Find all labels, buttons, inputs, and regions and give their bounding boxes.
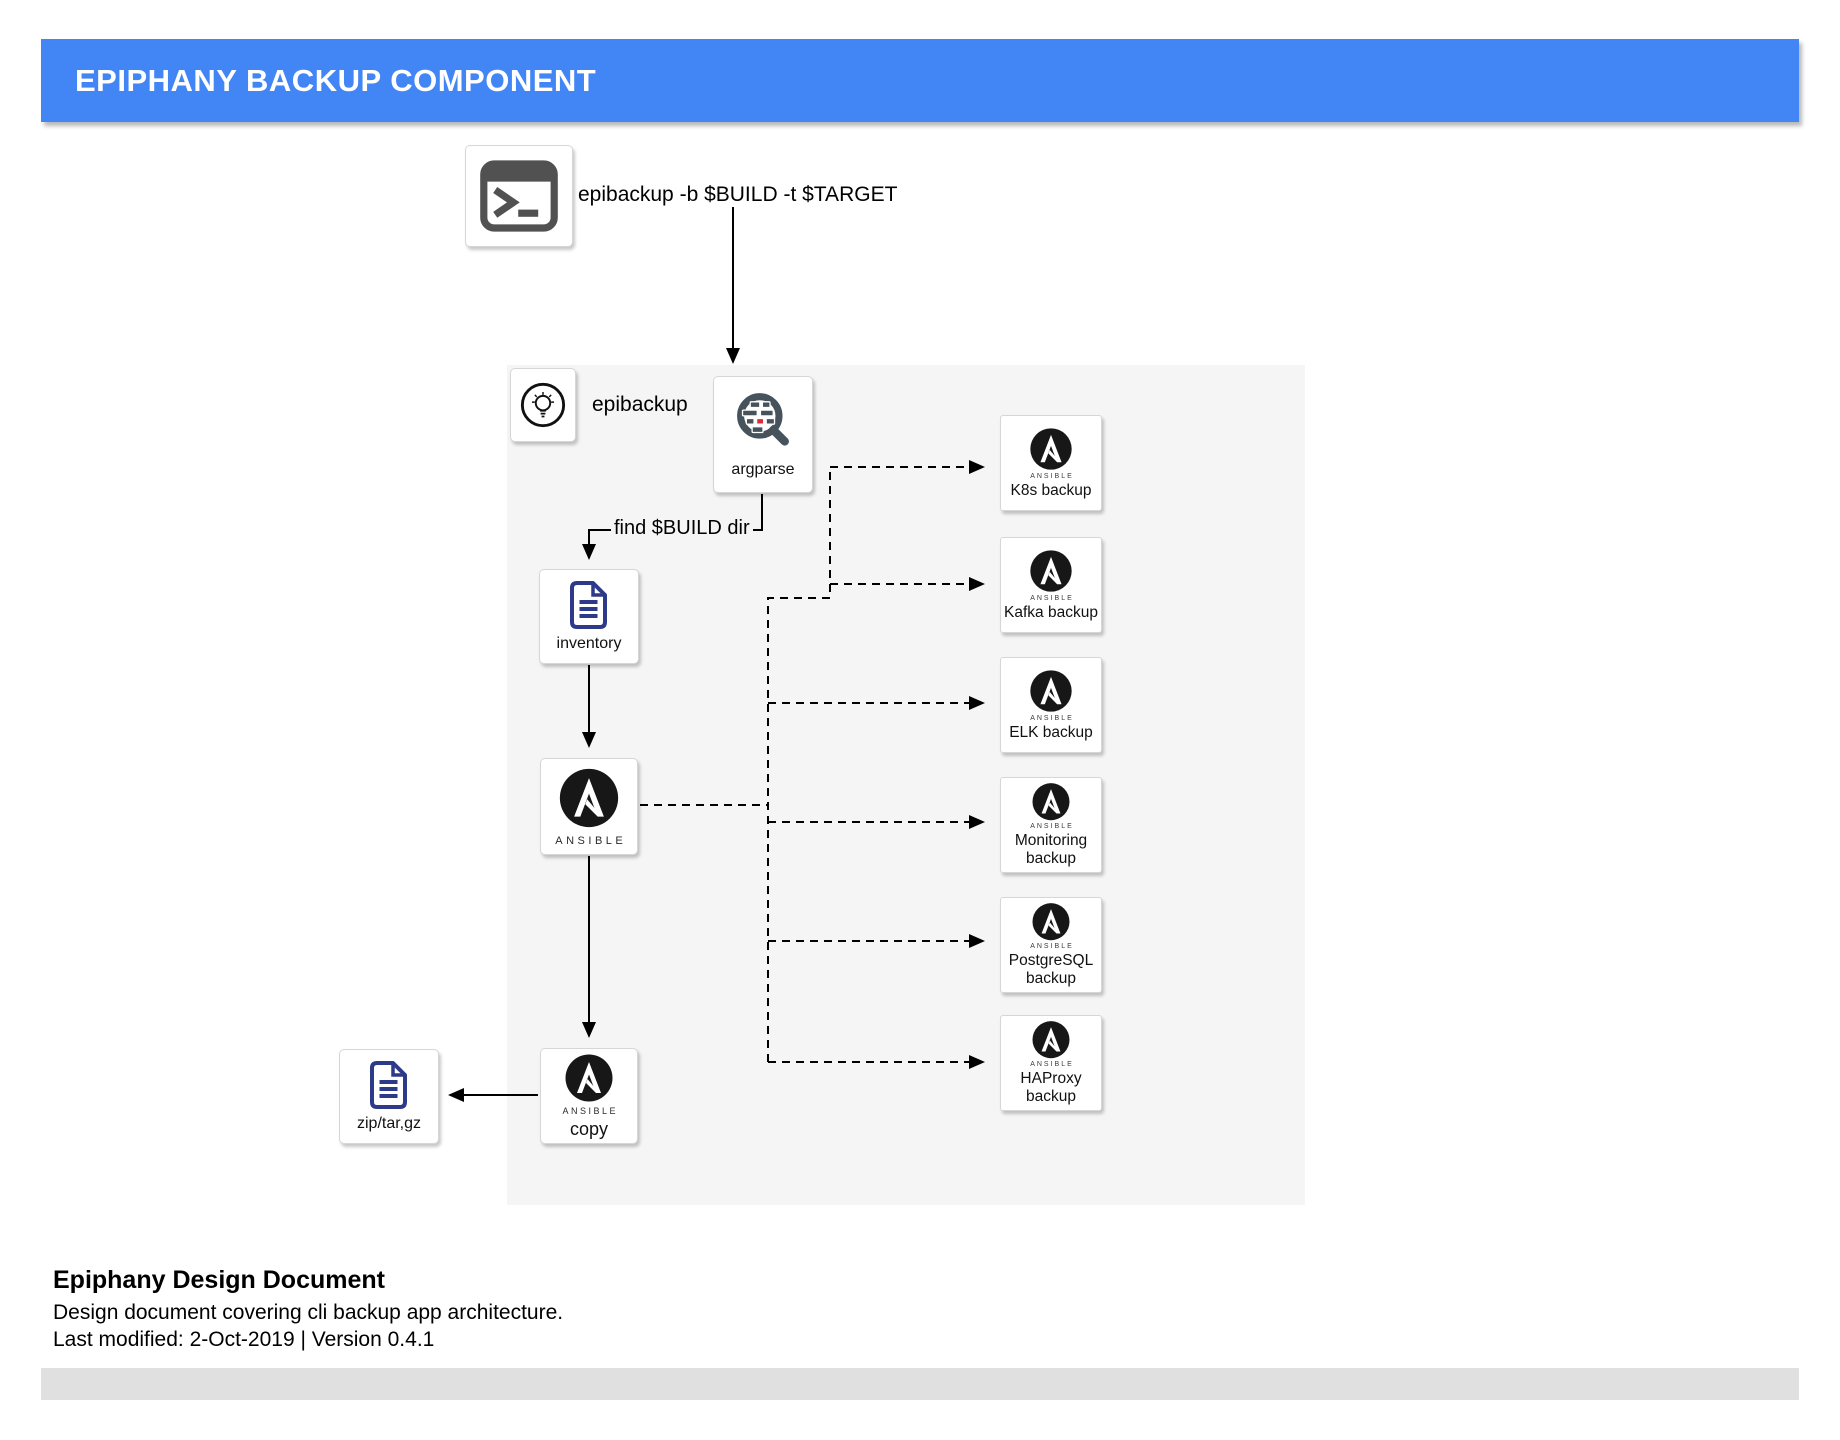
ansible-icon: [1029, 782, 1073, 821]
ansible-wordmark: ANSIBLE: [1030, 1061, 1074, 1069]
footer-meta: Last modified: 2-Oct-2019 | Version 0.4.…: [53, 1328, 435, 1351]
ansible-icon: [1029, 427, 1073, 471]
ansible-wordmark: ANSIBLE: [1030, 823, 1074, 831]
lightbulb-icon: [519, 381, 567, 429]
ansible-icon: [1029, 669, 1073, 713]
ansible-node: ANSIBLE: [540, 758, 638, 855]
backup-node-label: HAProxy backup: [1020, 1070, 1082, 1106]
copy-node-label: copy: [569, 1118, 609, 1139]
ansible-icon: [564, 1053, 614, 1103]
edge-label-find-build-dir: find $BUILD dir: [611, 517, 753, 540]
ansible-icon: [558, 767, 620, 829]
ansible-wordmark: ANSIBLE: [1030, 594, 1074, 602]
terminal-icon: [479, 156, 559, 236]
backup-node-label: PostgreSQL backup: [1008, 952, 1094, 988]
page-title: EPIPHANY BACKUP COMPONENT: [75, 62, 597, 98]
argparse-node: argparse: [713, 376, 813, 493]
footer-subtitle: Design document covering cli backup app …: [53, 1301, 564, 1324]
cli-command-label: epibackup -b $BUILD -t $TARGET: [578, 183, 898, 206]
epibackup-idea-node: [510, 368, 576, 442]
footer-title: Epiphany Design Document: [53, 1266, 385, 1294]
copy-node: ANSIBLE copy: [540, 1048, 638, 1144]
argparse-node-label: argparse: [731, 461, 795, 479]
archive-node-label: zip/tar,gz: [356, 1114, 422, 1132]
ansible-icon: [1029, 549, 1073, 593]
footer-divider-bar: [41, 1368, 1799, 1400]
backup-node-label: ELK backup: [1009, 723, 1093, 741]
backup-node-haproxy: ANSIBLE HAProxy backup: [1000, 1015, 1102, 1111]
ansible-icon: [1029, 902, 1073, 941]
backup-node-label: Kafka backup: [1004, 603, 1098, 621]
backup-node-kafka: ANSIBLE Kafka backup: [1000, 537, 1102, 633]
terminal-node: [465, 145, 573, 247]
inventory-node: inventory: [539, 569, 639, 664]
backup-node-postgresql: ANSIBLE PostgreSQL backup: [1000, 897, 1102, 993]
ansible-wordmark: ANSIBLE: [1030, 943, 1074, 951]
ansible-icon: [1029, 1020, 1073, 1059]
backup-node-monitoring: ANSIBLE Monitoring backup: [1000, 777, 1102, 873]
ansible-wordmark: ANSIBLE: [562, 1105, 619, 1116]
brick-search-icon: [731, 389, 795, 453]
epibackup-container-label: epibackup: [592, 393, 688, 416]
backup-node-elk: ANSIBLE ELK backup: [1000, 657, 1102, 753]
backup-node-k8s: ANSIBLE K8s backup: [1000, 415, 1102, 511]
backup-node-label: K8s backup: [1010, 481, 1092, 499]
title-bar: EPIPHANY BACKUP COMPONENT: [41, 39, 1799, 122]
document-icon: [564, 580, 614, 630]
document-icon: [364, 1060, 414, 1110]
archive-node: zip/tar,gz: [339, 1049, 439, 1144]
ansible-wordmark: ANSIBLE: [1030, 472, 1074, 480]
inventory-node-label: inventory: [556, 634, 622, 652]
ansible-wordmark: ANSIBLE: [1030, 714, 1074, 722]
backup-node-label: Monitoring backup: [1014, 832, 1088, 868]
ansible-wordmark: ANSIBLE: [555, 834, 627, 847]
